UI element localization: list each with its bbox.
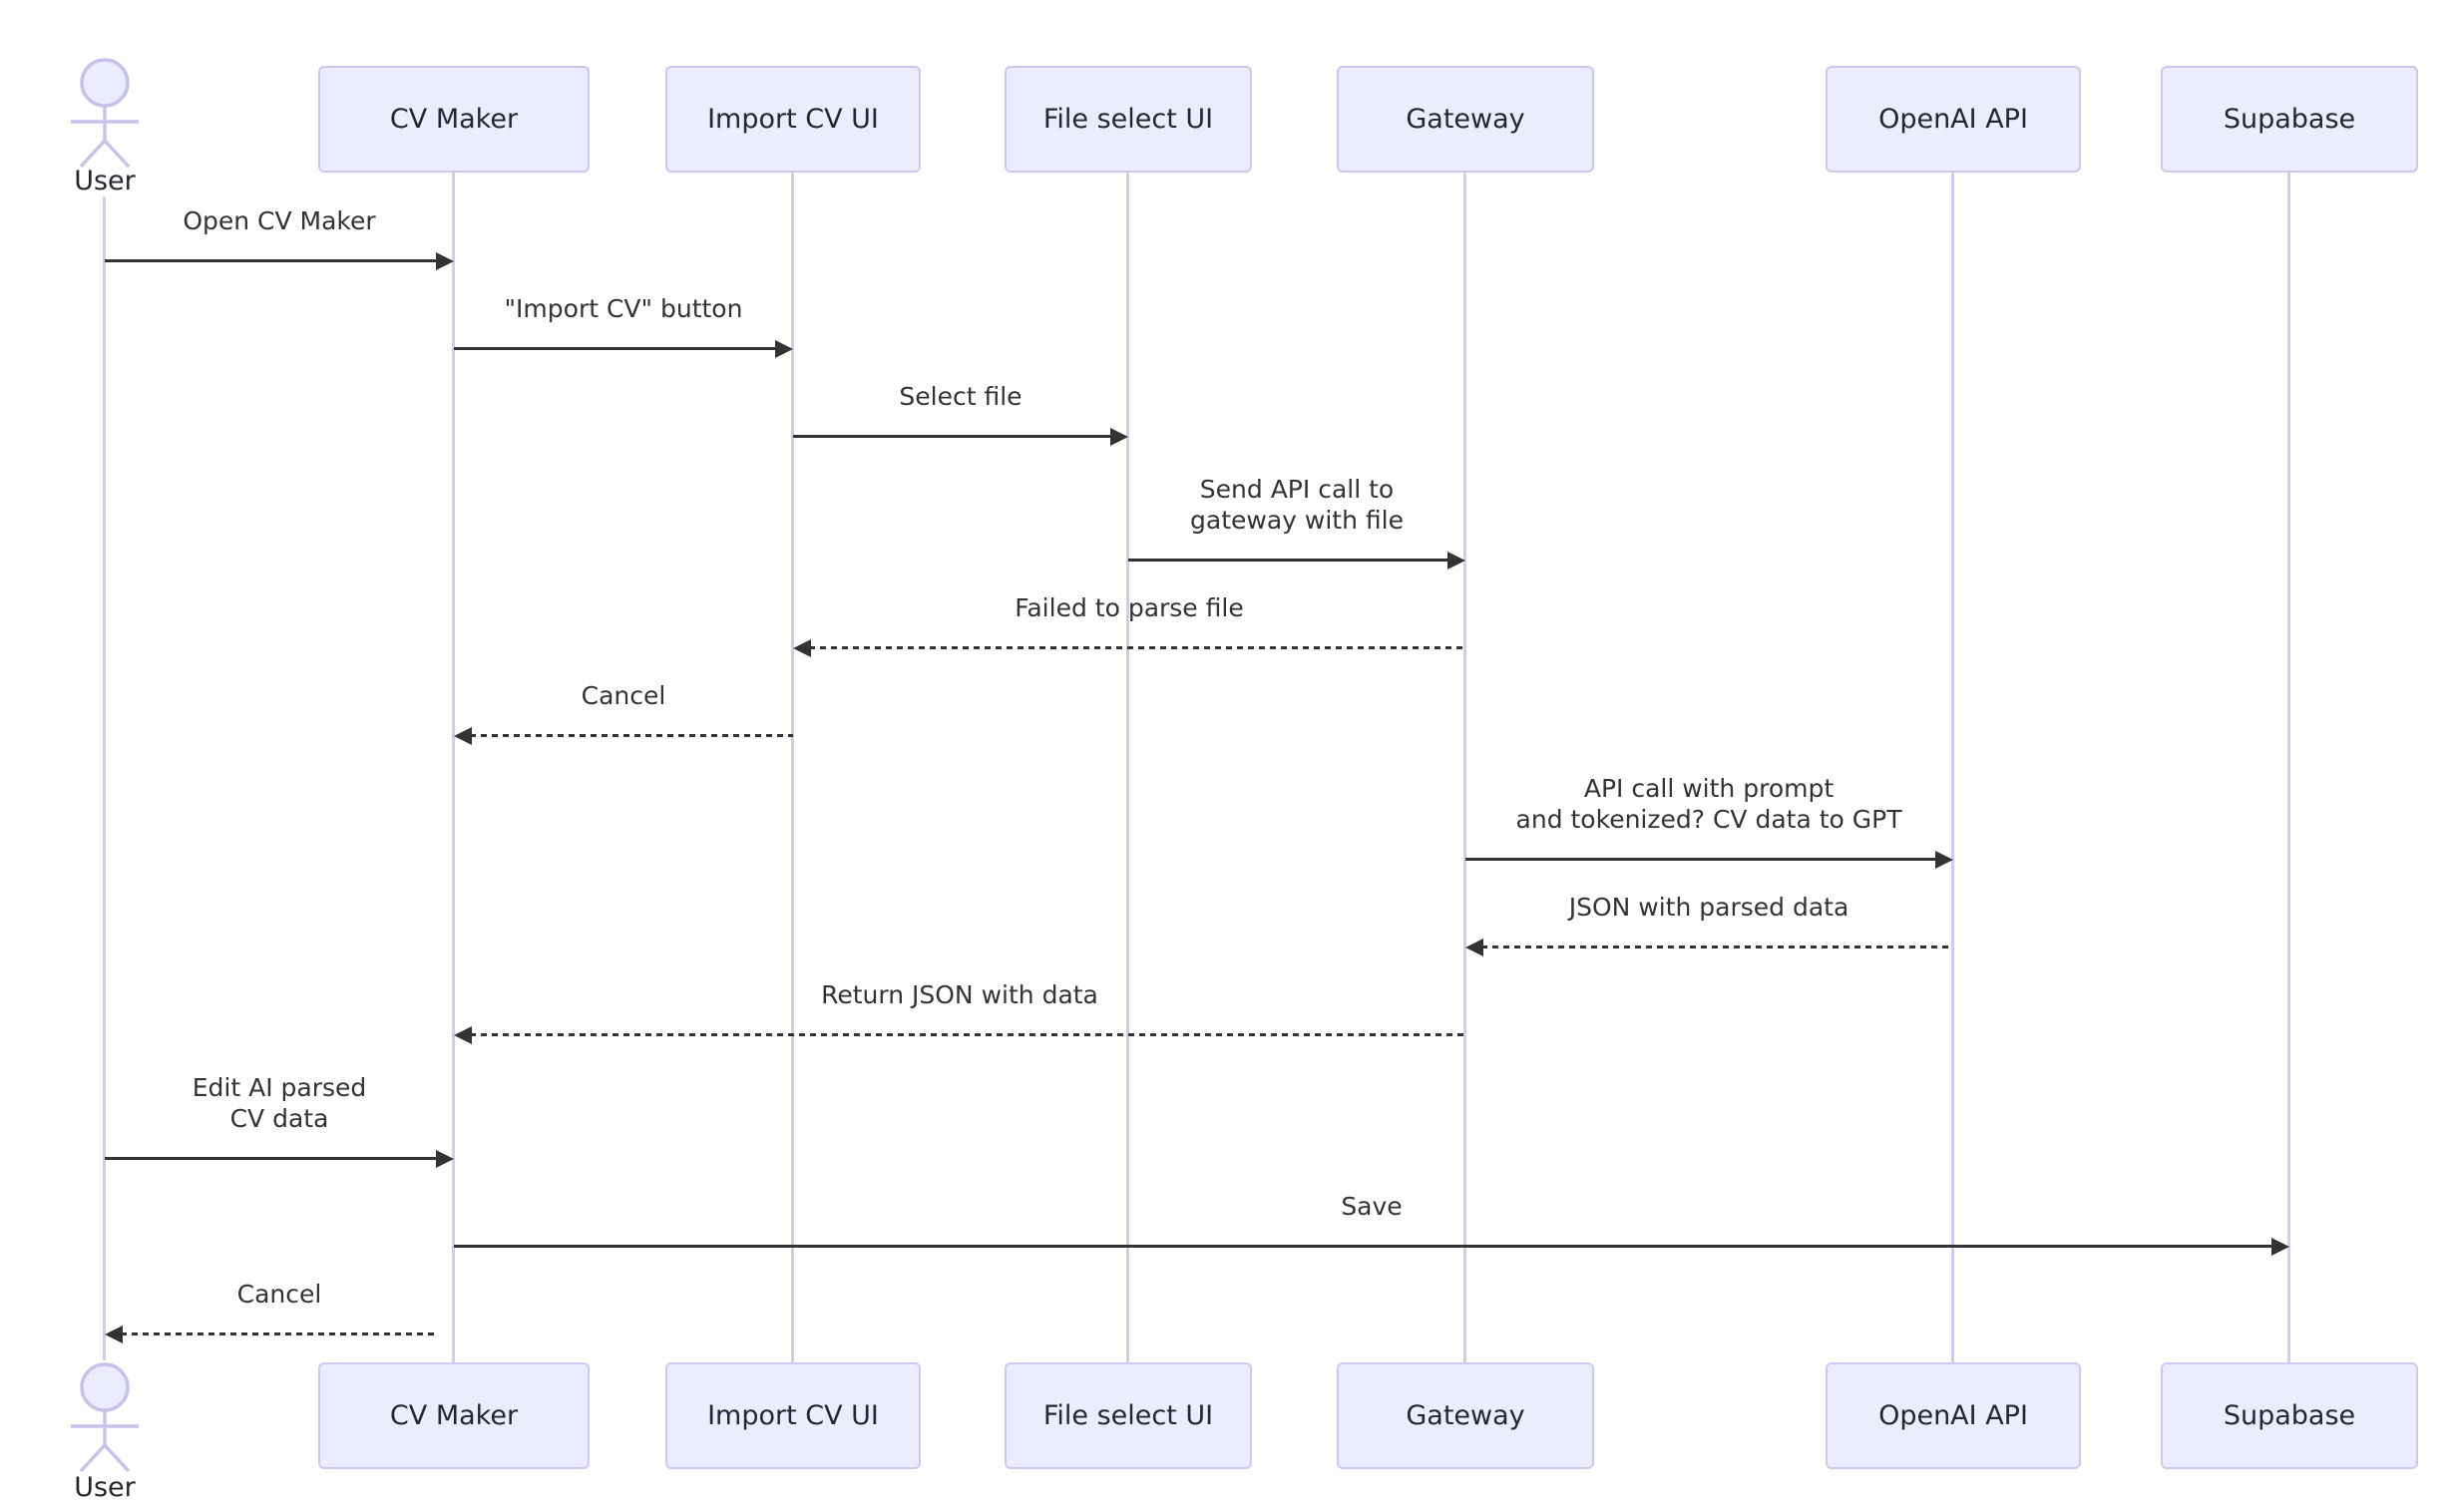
arrowhead-icon	[454, 1026, 472, 1044]
message-line	[793, 435, 1112, 438]
participant-label: Supabase	[2223, 104, 2356, 135]
message-label: Send API call to gateway with file	[1190, 475, 1404, 535]
message-label: Select file	[899, 382, 1023, 411]
participant-label: Gateway	[1406, 1400, 1525, 1431]
arrowhead-icon	[1465, 939, 1483, 956]
message-line	[105, 259, 438, 262]
lifeline-import-cv-ui	[791, 173, 794, 1362]
arrowhead-icon	[775, 340, 793, 358]
participant-label: Supabase	[2223, 1400, 2356, 1431]
message-line	[121, 1332, 438, 1335]
message-label: "Import CV" button	[504, 294, 743, 323]
message-line	[454, 347, 777, 350]
participant-import-cv-ui-bottom: Import CV UI	[665, 1362, 921, 1469]
message-label: Cancel	[236, 1280, 322, 1309]
user-actor-icon	[71, 1362, 139, 1473]
lifeline-user	[103, 196, 106, 1360]
arrowhead-icon	[2271, 1238, 2289, 1256]
message-line	[1465, 858, 1937, 861]
arrowhead-icon	[436, 252, 454, 270]
actor-label-user-bottom: User	[74, 1472, 136, 1503]
participant-supabase-bottom: Supabase	[2161, 1362, 2418, 1469]
participant-file-select-ui-bottom: File select UI	[1005, 1362, 1252, 1469]
participant-label: File select UI	[1042, 1400, 1214, 1431]
message-label: Save	[1341, 1192, 1403, 1221]
message-label: Edit AI parsed CV data	[192, 1073, 367, 1133]
message-line	[1128, 559, 1449, 562]
message-label: JSON with parsed data	[1568, 893, 1849, 922]
lifeline-openai-api	[1951, 173, 1954, 1362]
participant-label: CV Maker	[389, 104, 519, 135]
lifeline-cv-maker	[452, 173, 455, 1362]
message-line	[1481, 945, 1953, 948]
lifeline-gateway	[1463, 173, 1466, 1362]
arrowhead-icon	[1935, 851, 1953, 869]
message-line	[105, 1157, 438, 1160]
participant-openai-api-top: OpenAI API	[1826, 66, 2081, 173]
arrowhead-icon	[105, 1325, 123, 1343]
arrowhead-icon	[454, 727, 472, 745]
arrowhead-icon	[1447, 552, 1465, 569]
participant-cv-maker-bottom: CV Maker	[318, 1362, 590, 1469]
message-line	[809, 646, 1465, 649]
message-line	[470, 1033, 1465, 1036]
participant-label: Import CV UI	[707, 104, 879, 135]
participant-label: CV Maker	[389, 1400, 519, 1431]
participant-cv-maker-top: CV Maker	[318, 66, 590, 173]
lifeline-supabase	[2287, 173, 2290, 1362]
message-label: Cancel	[581, 681, 666, 710]
participant-gateway-bottom: Gateway	[1337, 1362, 1594, 1469]
participant-openai-api-bottom: OpenAI API	[1826, 1362, 2081, 1469]
participant-label: OpenAI API	[1878, 1400, 2028, 1431]
message-label: Return JSON with data	[821, 980, 1098, 1009]
participant-label: File select UI	[1042, 104, 1214, 135]
participant-label: Gateway	[1406, 104, 1525, 135]
participant-file-select-ui-top: File select UI	[1005, 66, 1252, 173]
message-label: API call with prompt and tokenized? CV d…	[1515, 774, 1902, 834]
message-line	[470, 734, 793, 737]
participant-import-cv-ui-top: Import CV UI	[665, 66, 921, 173]
message-line	[454, 1245, 2273, 1248]
user-actor-icon	[71, 58, 139, 169]
arrowhead-icon	[436, 1150, 454, 1168]
message-label: Failed to parse file	[1015, 593, 1244, 622]
participant-supabase-top: Supabase	[2161, 66, 2418, 173]
lifeline-file-select-ui	[1126, 173, 1129, 1362]
participant-label: Import CV UI	[707, 1400, 879, 1431]
arrowhead-icon	[793, 639, 811, 657]
participant-gateway-top: Gateway	[1337, 66, 1594, 173]
arrowhead-icon	[1110, 428, 1128, 446]
actor-label-user-top: User	[74, 166, 136, 196]
message-label: Open CV Maker	[183, 206, 376, 235]
participant-label: OpenAI API	[1878, 104, 2028, 135]
